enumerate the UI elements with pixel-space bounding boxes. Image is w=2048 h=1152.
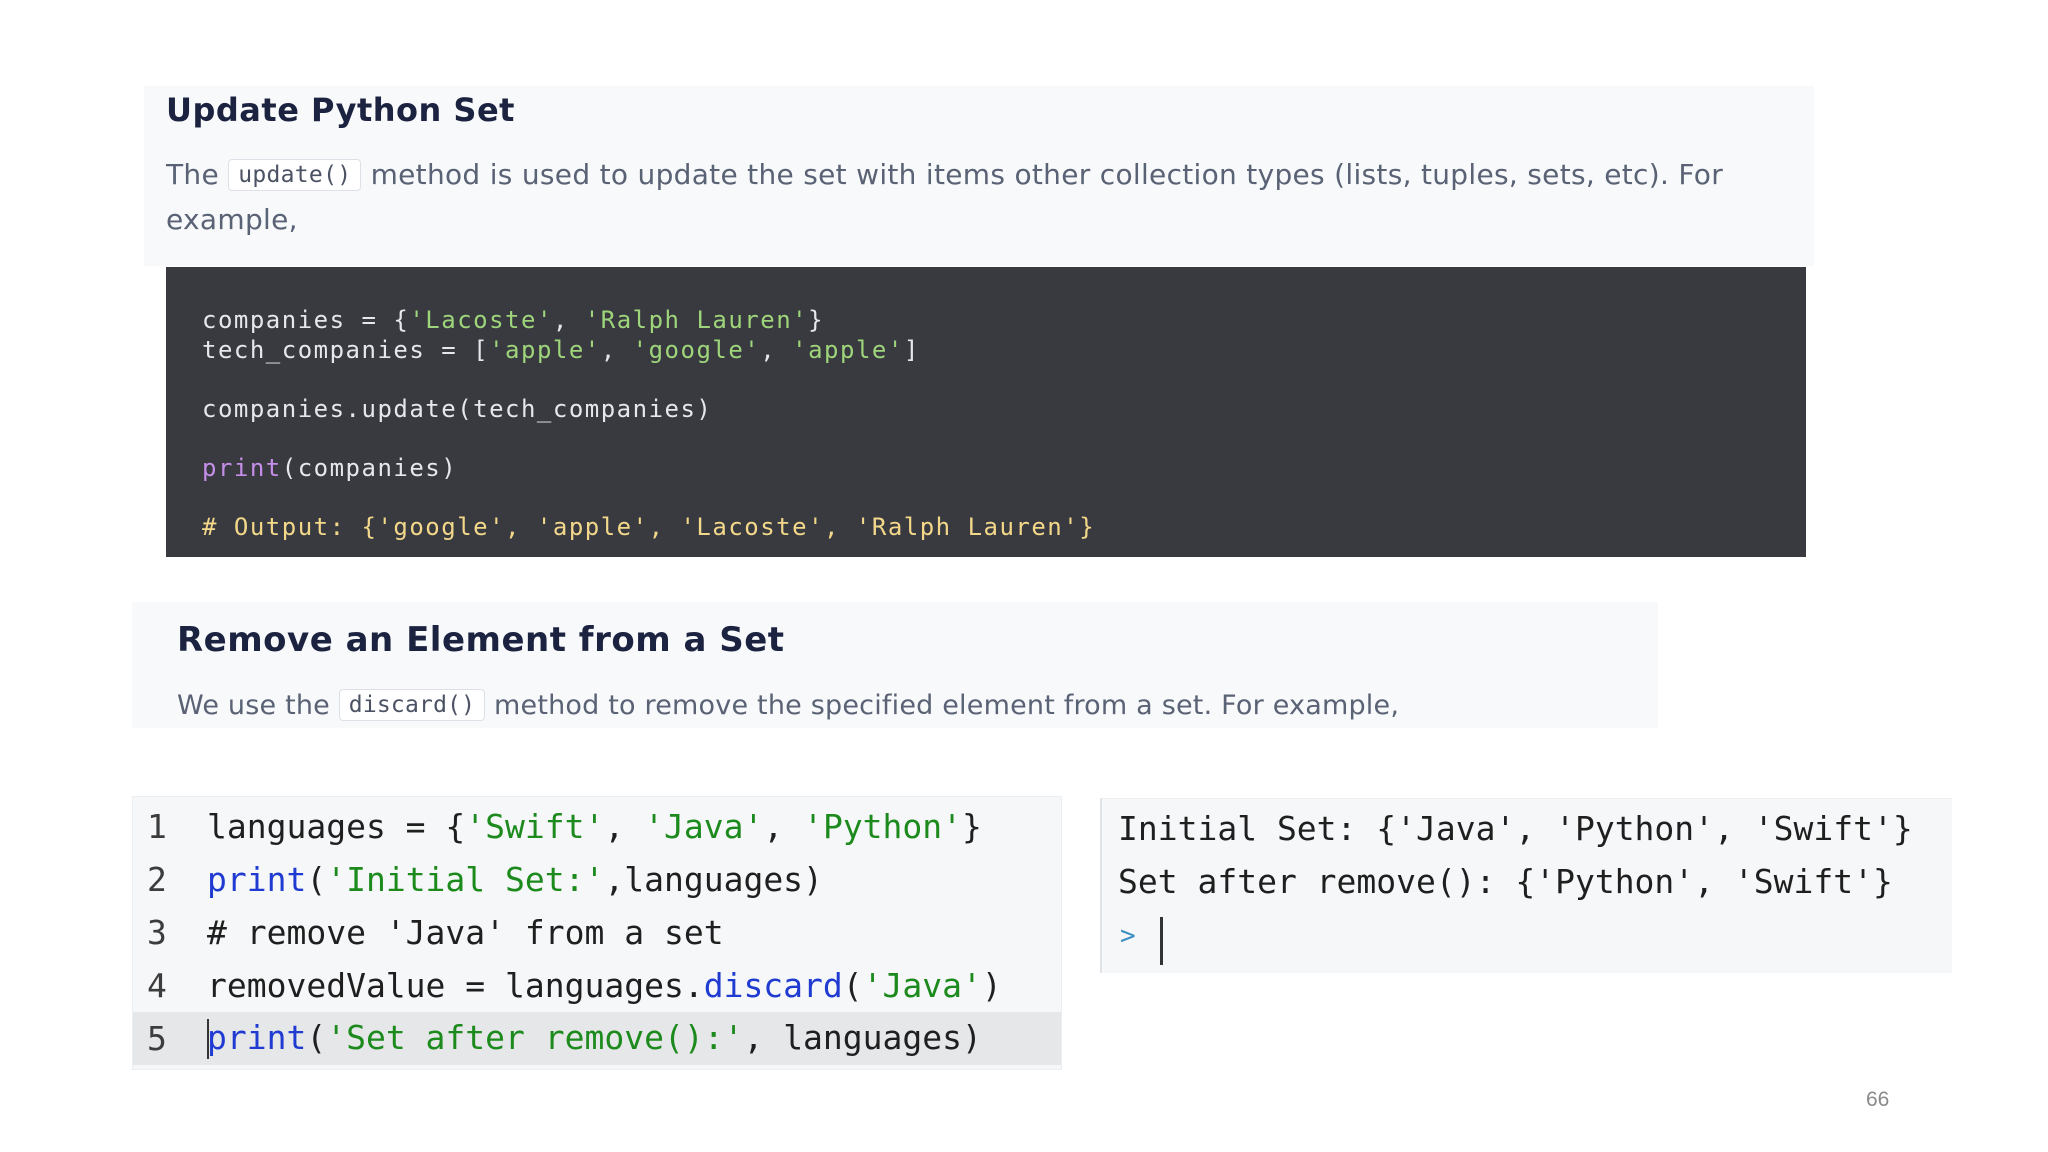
line-number: 3 [147, 913, 167, 952]
output-console[interactable]: Initial Set: {'Java', 'Python', 'Swift'}… [1100, 798, 1952, 973]
code-line: tech_companies = ['apple', 'google', 'ap… [202, 336, 920, 364]
code-line: print(companies) [202, 454, 458, 482]
console-prompt-icon: > [1120, 921, 1136, 951]
editor-line-5-active[interactable]: 5 print('Set after remove():', languages… [133, 1012, 1061, 1065]
editor-line-4[interactable]: 4 removedValue = languages.discard('Java… [133, 959, 1061, 1012]
code-editor[interactable]: 1 languages = {'Swift', 'Java', 'Python'… [132, 796, 1062, 1070]
remove-description: We use the discard() method to remove th… [177, 689, 1400, 721]
editor-line-2[interactable]: 2 print('Initial Set:',languages) [133, 853, 1061, 906]
console-input-cursor[interactable] [1160, 917, 1163, 965]
console-output-line: Set after remove(): {'Python', 'Swift'} [1118, 862, 1893, 901]
code-line: companies.update(tech_companies) [202, 395, 713, 423]
page-number: 66 [1866, 1088, 1890, 1111]
console-output-line: Initial Set: {'Java', 'Python', 'Swift'} [1118, 809, 1913, 848]
text-cursor [207, 1019, 209, 1060]
line-number: 1 [147, 807, 167, 846]
inline-code-discard: discard() [338, 689, 486, 721]
update-heading: Update Python Set [166, 91, 515, 129]
editor-line-3[interactable]: 3 # remove 'Java' from a set [133, 906, 1061, 959]
line-number: 2 [147, 860, 167, 899]
editor-line-1[interactable]: 1 languages = {'Swift', 'Java', 'Python'… [133, 800, 1061, 853]
inline-code-update: update() [228, 159, 362, 191]
code-line: companies = {'Lacoste', 'Ralph Lauren'} [202, 306, 825, 334]
remove-section: Remove an Element from a Set We use the … [132, 602, 1658, 728]
code-comment-output: # Output: {'google', 'apple', 'Lacoste',… [202, 513, 1096, 541]
update-description: The update() method is used to update th… [166, 158, 1724, 236]
update-code-block: companies = {'Lacoste', 'Ralph Lauren'} … [166, 267, 1806, 557]
remove-heading: Remove an Element from a Set [177, 620, 785, 660]
line-number: 5 [147, 1019, 167, 1058]
update-section: Update Python Set The update() method is… [144, 86, 1814, 266]
line-number: 4 [147, 966, 167, 1005]
